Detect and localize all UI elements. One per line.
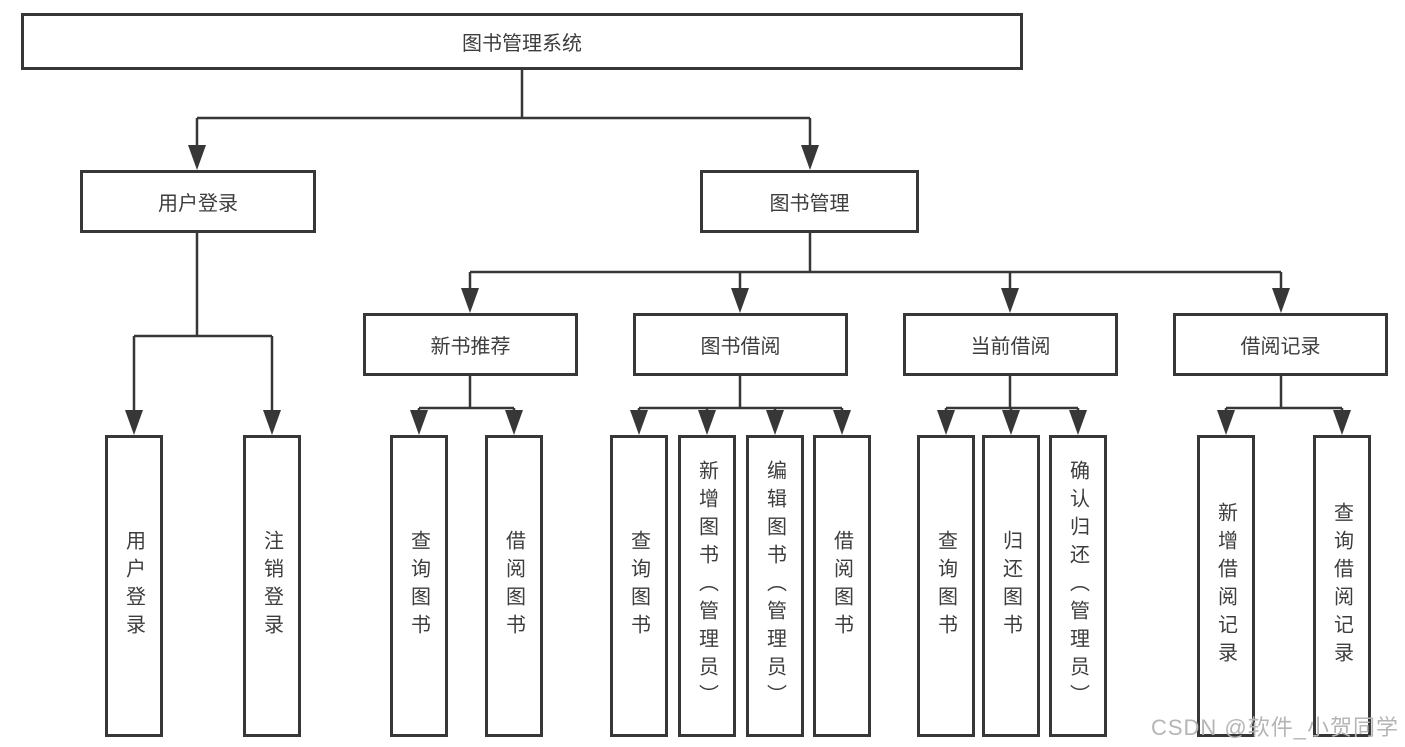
leaf-query-borrow-record: 查询借阅记录: [1313, 435, 1371, 737]
node-current-borrow: 当前借阅: [903, 313, 1118, 376]
node-new-book-recommend: 新书推荐: [363, 313, 578, 376]
node-borrow-records: 借阅记录: [1173, 313, 1388, 376]
leaf-query-books-borrow: 查询图书: [610, 435, 668, 737]
csdn-watermark: CSDN @软件_小贺同学: [1150, 715, 1399, 740]
node-book-management: 图书管理: [700, 170, 919, 233]
node-user-login-group: 用户登录: [80, 170, 316, 233]
leaf-borrow-books-borrow: 借阅图书: [813, 435, 871, 737]
node-root-system: 图书管理系统: [21, 13, 1023, 70]
leaf-confirm-return-admin: 确认归还（管理员）: [1049, 435, 1107, 737]
node-book-borrow: 图书借阅: [633, 313, 848, 376]
leaf-borrow-books-recommend: 借阅图书: [485, 435, 543, 737]
leaf-add-books-admin: 新增图书（管理员）: [678, 435, 736, 737]
leaf-query-books-recommend: 查询图书: [390, 435, 448, 737]
leaf-query-books-current: 查询图书: [917, 435, 975, 737]
leaf-user-login: 用户登录: [105, 435, 163, 737]
leaf-return-books: 归还图书: [982, 435, 1040, 737]
leaf-logout: 注销登录: [243, 435, 301, 737]
leaf-add-borrow-record: 新增借阅记录: [1197, 435, 1255, 737]
leaf-edit-books-admin: 编辑图书（管理员）: [746, 435, 804, 737]
